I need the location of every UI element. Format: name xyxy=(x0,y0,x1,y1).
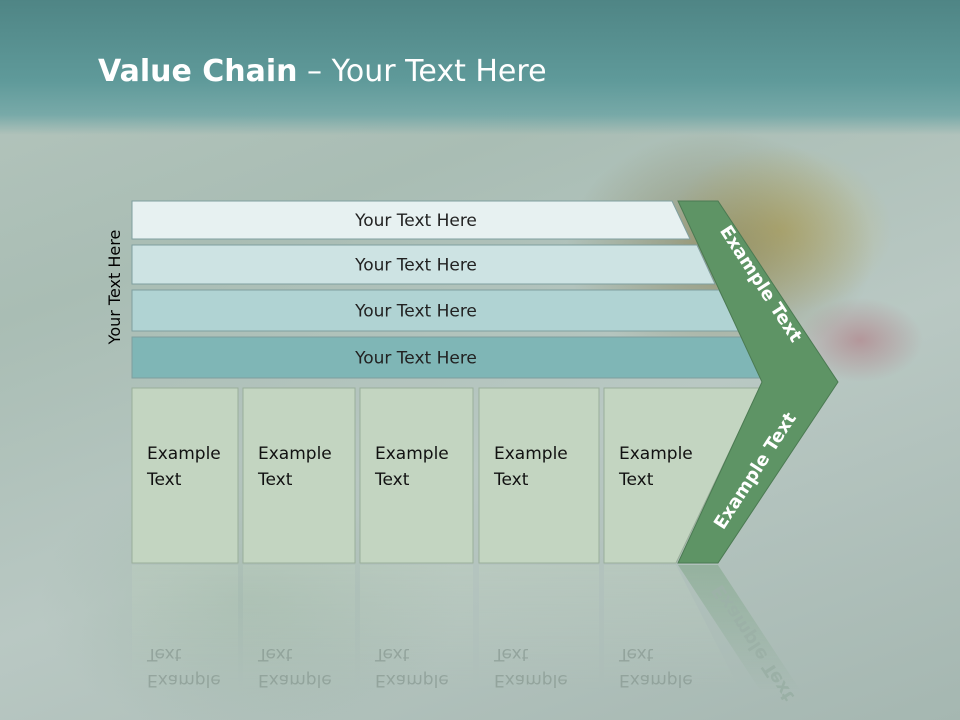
reflection-line2: Text xyxy=(146,644,182,664)
chevron-shape xyxy=(677,200,839,564)
activity-box-line1: Example xyxy=(494,444,568,464)
reflection-shape xyxy=(479,565,599,690)
reflection-line1: Example xyxy=(147,670,221,690)
support-band-2: Your Text Here xyxy=(131,244,716,285)
support-band-label: Your Text Here xyxy=(354,211,477,231)
activity-box-shape xyxy=(359,387,474,564)
support-band-shape xyxy=(131,244,716,285)
reflection-line1: Example xyxy=(258,670,332,690)
support-band-1: Your Text Here xyxy=(131,200,691,240)
reflection-shape xyxy=(243,565,355,690)
reflection-line1: Example xyxy=(494,670,568,690)
reflection-line1: Example xyxy=(619,670,693,690)
support-band-label: Your Text Here xyxy=(354,349,477,369)
activity-box-line1: Example xyxy=(375,444,449,464)
activity-box-shape xyxy=(478,387,600,564)
activity-box-shape xyxy=(603,387,761,564)
support-band-3: Your Text Here xyxy=(131,289,740,332)
reflection-line2: Text xyxy=(257,644,293,664)
activity-box-line1: Example xyxy=(258,444,332,464)
activity-box-line1: Example xyxy=(619,444,693,464)
activity-box-line1: Example xyxy=(147,444,221,464)
support-band-4: Your Text Here xyxy=(131,336,764,379)
reflection-line2: Text xyxy=(618,644,654,664)
reflection-line2: Text xyxy=(493,644,529,664)
reflection: TextExampleTextExampleTextExampleTextExa… xyxy=(132,565,800,706)
title-band xyxy=(0,0,960,135)
activity-box-shape xyxy=(131,387,239,564)
reflection-shape xyxy=(604,565,740,690)
activity-box-line2: Text xyxy=(618,470,654,490)
activity-box-line2: Text xyxy=(374,470,410,490)
activity-box-shape xyxy=(242,387,356,564)
activity-box-line2: Text xyxy=(146,470,182,490)
reflection-shape xyxy=(132,565,238,690)
slide-title: Value Chain – Your Text Here xyxy=(98,54,547,89)
reflection-shape xyxy=(360,565,473,690)
support-band-label: Your Text Here xyxy=(354,302,477,322)
title-bold: Value Chain xyxy=(98,54,298,89)
support-band-shape xyxy=(131,200,691,240)
chevron-reflection-shape xyxy=(678,565,800,690)
reflection-line1: Example xyxy=(375,670,449,690)
primary-activities: ExampleTextExampleTextExampleTextExample… xyxy=(131,387,761,564)
activity-box-line2: Text xyxy=(493,470,529,490)
reflection-line2: Text xyxy=(374,644,410,664)
support-band-label: Your Text Here xyxy=(354,256,477,276)
title-rest: – Your Text Here xyxy=(297,54,547,89)
activity-box-line2: Text xyxy=(257,470,293,490)
